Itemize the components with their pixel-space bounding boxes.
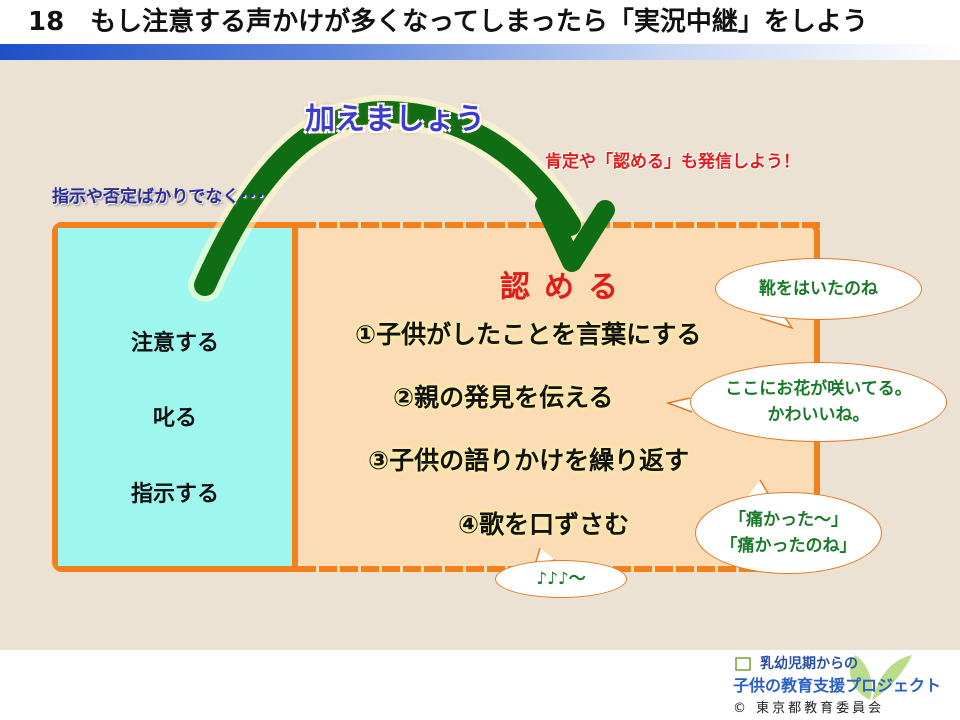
list-item: ②親の発見を伝える [393,383,614,412]
title-bar: 18 もし注意する声かけが多くなってしまったら「実況中継」をしよう [0,0,960,44]
footer-line3: © 東京都教育委員会 [733,701,885,716]
heading-mitomeru: 認める [500,270,632,305]
left-item: 叱る [152,406,197,431]
speech-bubble: 「痛かった～」「痛かったのね」 [695,492,882,574]
footer [0,650,960,720]
speech-bubble: 靴をはいたのね [715,258,922,320]
bubble-text: ここにお花が咲いてる。 [725,379,912,399]
title-stripe [0,44,960,60]
bubble-text: 「痛かったのね」 [720,536,857,556]
list-item: ④歌を口ずさむ [458,510,630,539]
bubble-text: 「痛かった～」 [729,510,848,530]
left-item: 指示する [130,482,219,507]
footer-line1: 乳幼児期からの [760,656,858,672]
note-left: 指示や否定ばかりでなく･･･ [52,187,265,207]
bubble-text: 靴をはいたのね [759,279,878,299]
list-item: ③子供の語りかけを繰り返す [368,446,690,475]
footer-line2: 子供の教育支援プロジェクト [733,676,942,695]
speech-bubble: ここにお花が咲いてる。かわいいね。 [690,362,947,442]
slide-title: 18 もし注意する声かけが多くなってしまったら「実況中継」をしよう [28,7,868,37]
bubble-text: かわいいね。 [767,405,870,425]
list-item: ①子供がしたことを言葉にする [355,320,702,349]
bubble-text: ♪♪♪～ [536,569,586,589]
note-right: 肯定や「認める」も発信しよう！ [545,152,800,172]
left-item: 注意する [130,331,219,356]
arrow-label: 加えましょう [305,102,485,137]
speech-bubble: ♪♪♪～ [495,560,627,598]
left-panel [58,228,298,566]
